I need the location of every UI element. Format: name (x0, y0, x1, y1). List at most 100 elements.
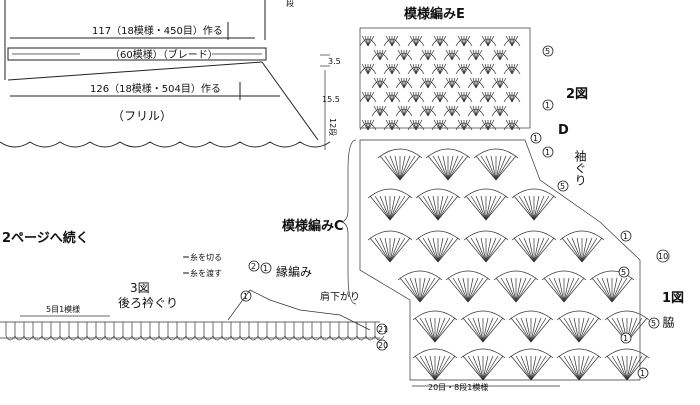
stitch-mark (379, 77, 384, 89)
stitch-mark (389, 237, 396, 263)
stitch-mark (563, 277, 585, 303)
stitch-mark (515, 317, 532, 343)
stitch-mark (359, 38, 377, 47)
stitch-mark (482, 355, 499, 381)
stitch-mark (447, 155, 464, 181)
stitch-mark (511, 35, 519, 47)
stitch-mark (439, 91, 444, 103)
stitch-mark (469, 49, 477, 61)
stitch-mark (495, 277, 517, 303)
stitch-mark (487, 63, 492, 75)
stitch-mark (484, 63, 489, 75)
stitch-mark (530, 355, 537, 381)
stitch-mark (284, 335, 295, 341)
stitch-mark (626, 355, 638, 381)
stitch-mark (388, 119, 393, 131)
stitch-mark (626, 355, 643, 381)
stitch-mark (481, 35, 489, 47)
stitch-mark (367, 188, 413, 199)
stitch-mark (447, 155, 469, 181)
stitch-mark (239, 335, 250, 341)
stitch-mark (473, 148, 519, 159)
stitch-mark (429, 355, 436, 381)
stitch-mark (511, 119, 519, 131)
stitch-mark (338, 335, 349, 341)
stitch-mark (511, 63, 519, 75)
stitch-mark (520, 317, 532, 343)
stitch-mark (463, 63, 471, 75)
top-corner-mark: 段 (286, 0, 294, 8)
stitch-mark (431, 122, 449, 131)
stitch-mark (508, 119, 513, 131)
stitch-mark (424, 355, 436, 381)
stitch-mark (5, 335, 16, 341)
stitch-mark (383, 94, 401, 103)
stitch-mark (528, 195, 535, 221)
stitch-mark (140, 335, 151, 341)
stitch-mark (359, 66, 377, 75)
stitch-mark (475, 195, 487, 221)
stitch-mark (508, 63, 513, 75)
stitch-mark (369, 195, 391, 221)
stitch-mark (399, 155, 416, 181)
stitch-mark (433, 63, 441, 75)
stitch-mark (230, 335, 241, 341)
measure-b: 15.5 (322, 95, 340, 104)
stitch-mark (480, 155, 497, 181)
stitch-mark (472, 355, 484, 381)
stitch-mark (293, 335, 304, 341)
stitch-mark (266, 335, 277, 341)
stitch-mark (487, 35, 492, 47)
stitch-mark (576, 237, 583, 263)
stitch-mark (379, 195, 391, 221)
row-marker: 1 (545, 148, 550, 157)
stitch-mark (573, 355, 580, 381)
stitch-mark (467, 277, 484, 303)
stitch-mark (493, 77, 501, 89)
stitch-mark (395, 108, 413, 117)
legend-attach: ＝糸を渡す (182, 268, 222, 278)
stitch-mark (455, 38, 473, 47)
stitch-mark (376, 49, 381, 61)
stitch-mark (439, 63, 447, 75)
stitch-mark (427, 105, 435, 117)
stitch-mark (563, 355, 580, 381)
stitch-mark (563, 277, 580, 303)
stitch-mark (559, 230, 605, 241)
stitch-mark (389, 237, 401, 263)
stitch-mark (391, 35, 396, 47)
stitch-mark (427, 155, 449, 181)
stitch-mark (463, 91, 471, 103)
stitch-mark (158, 335, 169, 341)
stitch-mark (415, 230, 461, 241)
stitch-mark (487, 119, 492, 131)
stitch-mark (389, 195, 406, 221)
stitch-mark (463, 91, 468, 103)
stitch-mark (369, 237, 391, 263)
stitch-mark (409, 35, 417, 47)
stitch-mark (525, 317, 532, 343)
stitch-mark (596, 277, 613, 303)
stitch-mark (415, 91, 423, 103)
stitch-mark (533, 237, 555, 263)
stitch-mark (491, 52, 509, 61)
row-marker: 1 (545, 101, 550, 110)
stitch-mark (484, 91, 489, 103)
stitch-mark (367, 63, 372, 75)
stitch-mark (439, 63, 444, 75)
stitch-mark (479, 122, 497, 131)
stitch-mark (479, 66, 497, 75)
stitch-mark (581, 237, 603, 263)
stitch-mark (421, 105, 429, 117)
stitch-mark (503, 38, 521, 47)
stitch-mark (571, 237, 583, 263)
stitch-mark (404, 277, 421, 303)
stitch-mark (482, 355, 489, 381)
stitch-mark (499, 105, 504, 117)
stitch-mark (437, 155, 449, 181)
stitch-mark (484, 35, 489, 47)
stitch-mark (391, 91, 396, 103)
stitch-mark (482, 317, 504, 343)
stitch-mark (104, 335, 115, 341)
stitch-mark (367, 119, 375, 131)
